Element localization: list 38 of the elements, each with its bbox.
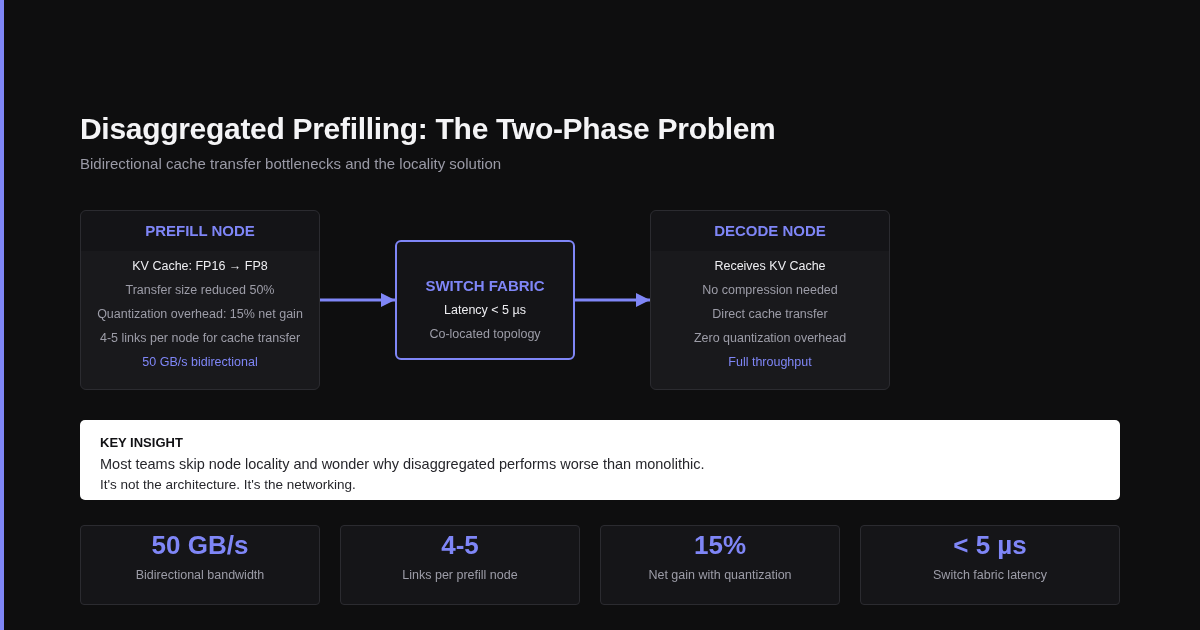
- switch-box: [395, 240, 575, 360]
- insight-panel: [80, 420, 1120, 500]
- node-card: [650, 210, 890, 390]
- stat-card: [600, 525, 840, 605]
- highlight-text: 50 GB/s bidirectional: [142, 354, 258, 371]
- arrow: [320, 293, 395, 307]
- node-card: [80, 210, 320, 390]
- subtitle: Bidirectional cache transfer bottlenecks and the locality solution: [80, 154, 502, 174]
- detail-text: Co-located topology: [429, 326, 541, 343]
- detail-text: Zero quantization overhead: [693, 330, 847, 347]
- stat-label: Links per prefill node: [402, 567, 518, 584]
- lead-text: Latency < 5 µs: [444, 302, 526, 319]
- insight-text: It's not the architecture. It's the networking.: [100, 476, 356, 494]
- detail-text: Transfer size reduced 50%: [125, 282, 275, 299]
- detail-text: 4-5 links per node for cache transfer: [99, 330, 301, 347]
- stat-card: [340, 525, 580, 605]
- lead-text: Receives KV Cache: [714, 258, 826, 275]
- page-title: Disaggregated Prefilling: The Two-Phase Problem: [80, 111, 776, 147]
- stat-label: Bidirectional bandwidth: [135, 567, 265, 584]
- highlight-text: Full throughput: [728, 354, 812, 371]
- stat-value: 4-5: [441, 530, 479, 560]
- node-title: SWITCH FABRIC: [425, 276, 545, 296]
- stat-card: [860, 525, 1120, 605]
- insight-heading: KEY INSIGHT: [100, 434, 183, 452]
- stat-value: < 5 µs: [953, 530, 1027, 560]
- detail-text: Direct cache transfer: [712, 306, 828, 323]
- lead-text: KV Cache: FP16 → FP8: [132, 258, 268, 275]
- detail-text: No compression needed: [702, 282, 838, 299]
- detail-text: Quantization overhead: 15% net gain: [97, 306, 303, 323]
- stat-label: Net gain with quantization: [648, 567, 792, 584]
- stat-card: [80, 525, 320, 605]
- insight-text: Most teams skip node locality and wonder why disaggregated performs worse than monolithic.: [100, 455, 705, 474]
- stat-label: Switch fabric latency: [933, 567, 1047, 584]
- node-title: PREFILL NODE: [145, 221, 255, 241]
- node-title: DECODE NODE: [714, 221, 826, 241]
- arrow: [575, 293, 650, 307]
- stat-value: 15%: [693, 530, 746, 560]
- stat-value: 50 GB/s: [151, 530, 249, 560]
